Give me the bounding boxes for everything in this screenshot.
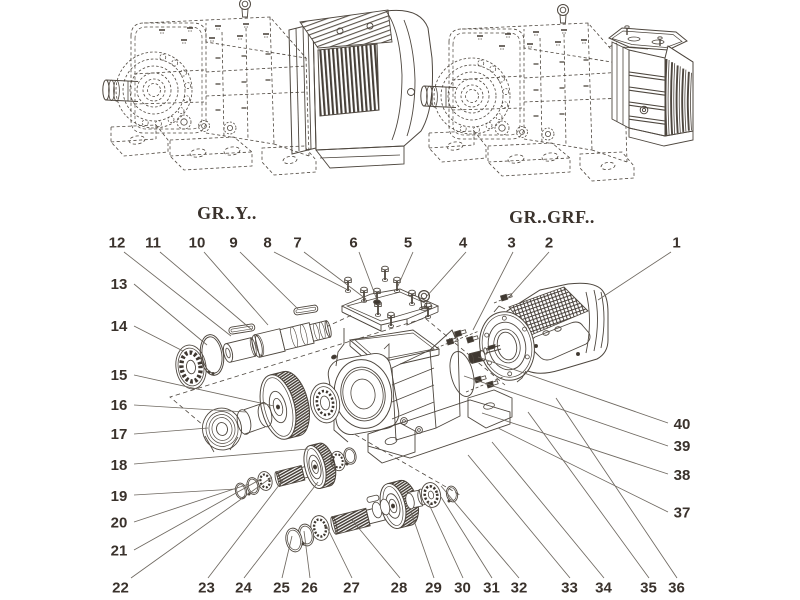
svg-text:10: 10 (189, 235, 206, 252)
svg-text:2: 2 (545, 235, 553, 252)
svg-text:34: 34 (595, 580, 612, 597)
svg-text:12: 12 (109, 235, 126, 252)
svg-text:11: 11 (145, 235, 161, 252)
svg-text:29: 29 (425, 580, 442, 597)
svg-text:39: 39 (674, 438, 691, 455)
svg-text:33: 33 (561, 580, 578, 597)
svg-text:13: 13 (111, 276, 128, 293)
svg-text:4: 4 (459, 235, 468, 252)
svg-text:6: 6 (349, 235, 357, 252)
svg-text:17: 17 (111, 426, 128, 443)
svg-text:40: 40 (674, 416, 691, 433)
svg-text:24: 24 (235, 580, 252, 597)
svg-text:38: 38 (674, 467, 691, 484)
svg-text:35: 35 (640, 580, 657, 597)
svg-text:26: 26 (301, 580, 318, 597)
svg-text:GR..Y..: GR..Y.. (197, 203, 257, 223)
svg-text:27: 27 (343, 580, 360, 597)
svg-text:36: 36 (668, 580, 685, 597)
svg-text:25: 25 (273, 580, 290, 597)
svg-text:30: 30 (454, 580, 471, 597)
svg-text:16: 16 (111, 397, 128, 414)
svg-text:23: 23 (198, 580, 215, 597)
svg-text:31: 31 (483, 580, 500, 597)
svg-text:3: 3 (507, 235, 515, 252)
svg-text:9: 9 (229, 235, 237, 252)
svg-text:21: 21 (111, 543, 128, 560)
svg-text:14: 14 (111, 318, 128, 335)
svg-text:1: 1 (672, 235, 680, 252)
svg-text:20: 20 (111, 515, 128, 532)
svg-text:18: 18 (111, 457, 128, 474)
svg-text:22: 22 (112, 580, 129, 597)
svg-text:32: 32 (511, 580, 528, 597)
svg-text:5: 5 (404, 235, 412, 252)
svg-text:7: 7 (293, 235, 301, 252)
svg-text:15: 15 (111, 367, 128, 384)
svg-text:8: 8 (263, 235, 271, 252)
svg-text:GR..GRF..: GR..GRF.. (509, 207, 595, 227)
svg-text:37: 37 (674, 505, 691, 522)
svg-text:19: 19 (111, 488, 128, 505)
svg-text:28: 28 (391, 580, 408, 597)
